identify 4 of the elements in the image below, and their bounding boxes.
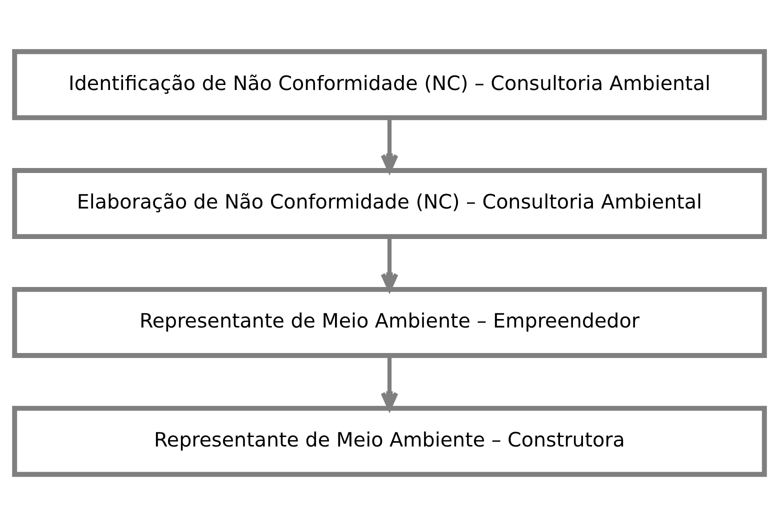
node-box: Representante de Meio Ambiente – Construtora	[12, 405, 767, 476]
node-box: Elaboração de Não Conformidade (NC) – Consultoria Ambiental	[12, 168, 767, 239]
node-box: Representante de Meio Ambiente – Empreendedor	[12, 286, 767, 358]
node-box: Identificação de Não Conformidade (NC) – Consultoria Ambiental	[12, 48, 767, 120]
